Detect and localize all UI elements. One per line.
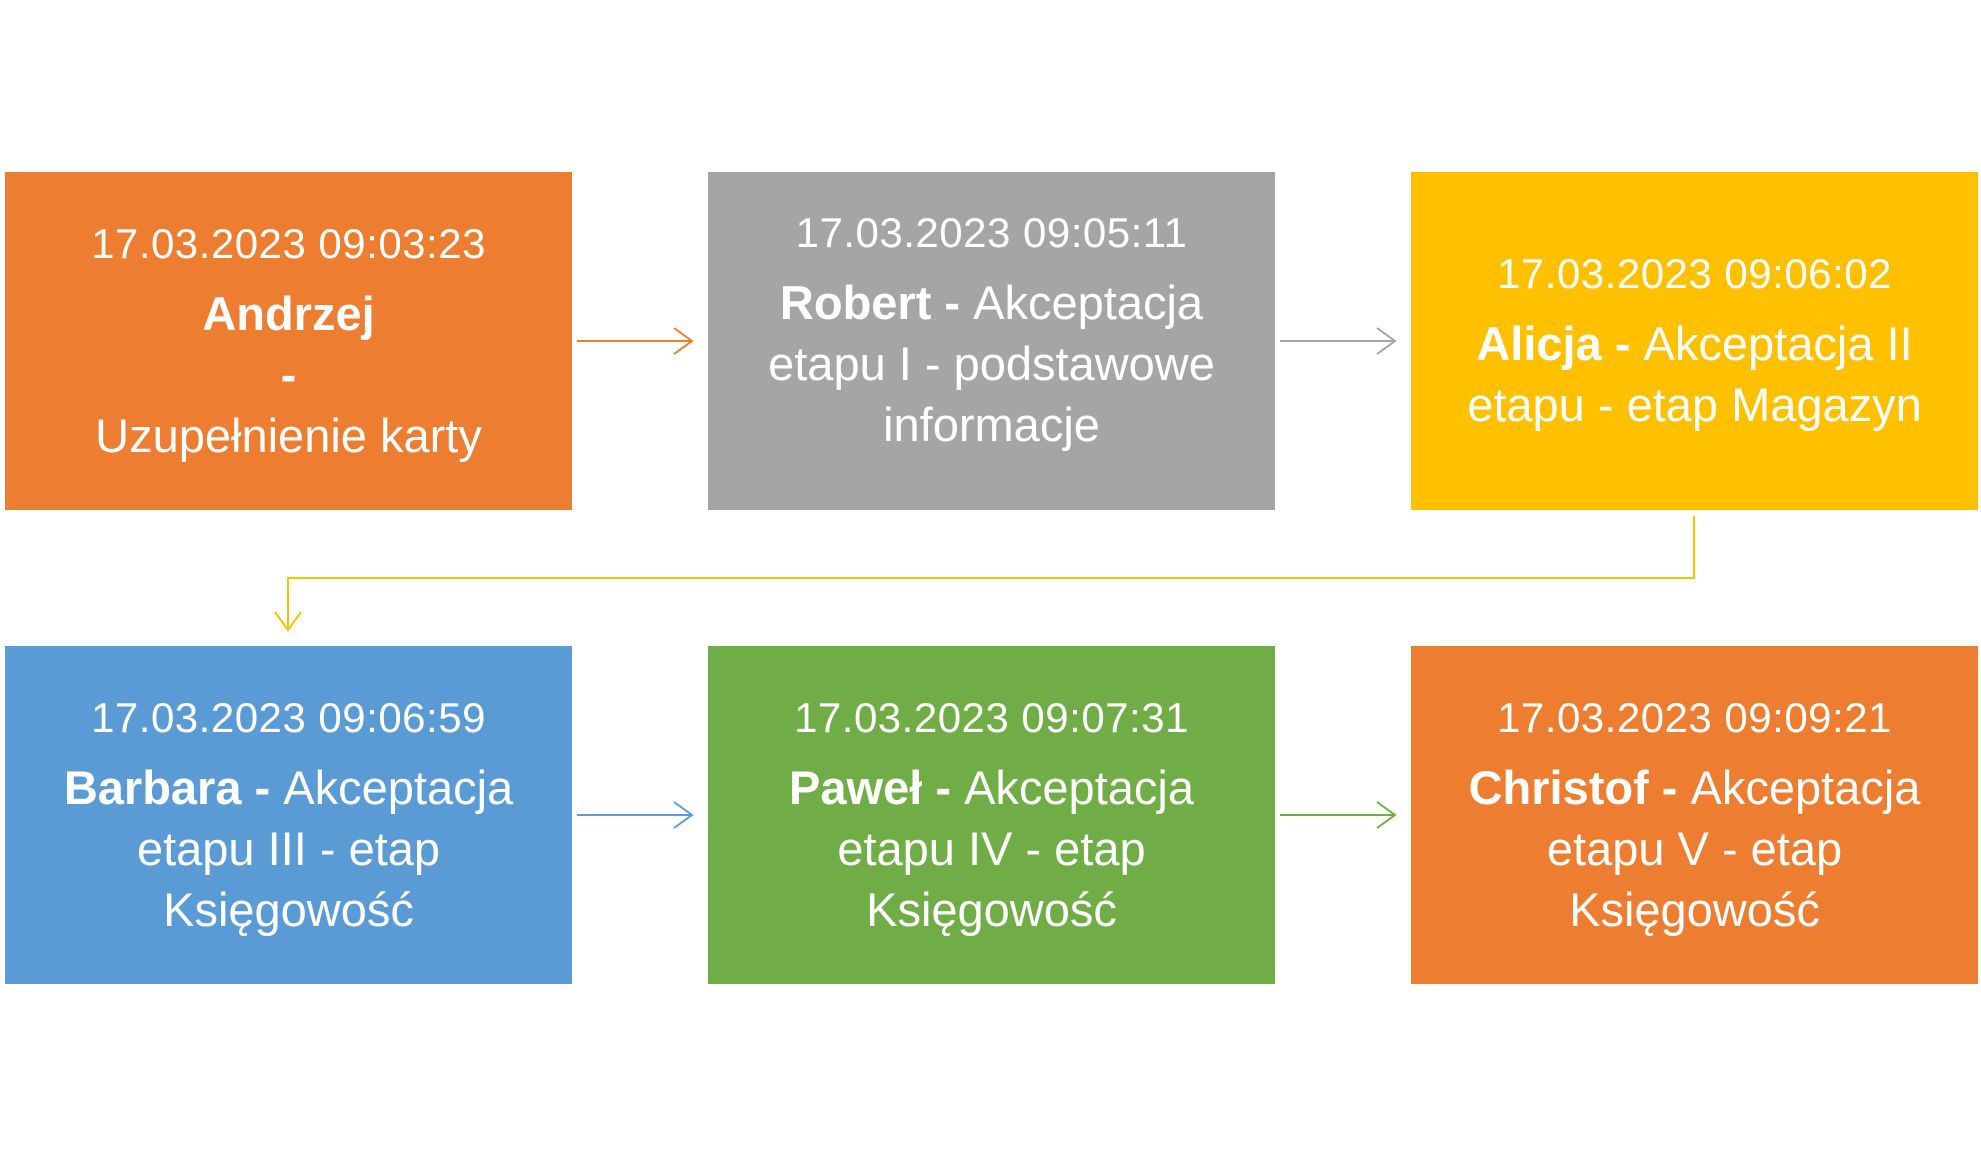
- step-person-name: Christof: [1468, 760, 1649, 814]
- step-person-name: Andrzej: [202, 286, 375, 340]
- step-box: 17.03.2023 09:06:02 Alicja - Akceptacja …: [1411, 172, 1978, 510]
- step-description: Alicja - Akceptacja II etapu - etap Maga…: [1435, 313, 1954, 435]
- step-description: Paweł - Akceptacja etapu IV - etap Księg…: [732, 757, 1251, 940]
- step-separator: -: [931, 275, 974, 329]
- step-timestamp: 17.03.2023 09:03:23: [91, 219, 486, 267]
- step-timestamp: 17.03.2023 09:06:02: [1497, 250, 1892, 297]
- step-person-name: Barbara: [63, 760, 242, 814]
- step-separator: -: [280, 347, 297, 401]
- arrow-5-to-6: [1280, 801, 1397, 829]
- step-action: Akceptacja etapu III - etap Księgowość: [136, 760, 514, 936]
- step-description: Robert - Akceptacja etapu I - podstawowe…: [732, 272, 1251, 455]
- step-timestamp: 17.03.2023 09:06:59: [91, 693, 486, 741]
- step-separator: -: [1601, 317, 1644, 370]
- step-action: Akceptacja etapu V - etap Księgowość: [1546, 760, 1921, 936]
- step-box: 17.03.2023 09:03:23 Andrzej - Uzupełnien…: [5, 172, 572, 510]
- step-separator: -: [1648, 760, 1691, 814]
- arrow-2-to-3: [1280, 327, 1397, 355]
- arrow-3-to-4: [274, 516, 1695, 632]
- step-box: 17.03.2023 09:06:59 Barbara - Akceptacja…: [5, 646, 572, 984]
- step-box: 17.03.2023 09:07:31 Paweł - Akceptacja e…: [708, 646, 1275, 984]
- step-person-name: Robert: [779, 275, 932, 329]
- arrow-4-to-5: [577, 801, 694, 829]
- step-description: Barbara - Akceptacja etapu III - etap Ks…: [29, 757, 548, 940]
- arrow-1-to-2: [577, 327, 694, 355]
- step-timestamp: 17.03.2023 09:05:11: [795, 208, 1188, 256]
- step-separator: -: [241, 760, 284, 814]
- step-description: Christof - Akceptacja etapu V - etap Ksi…: [1435, 757, 1954, 940]
- step-box: 17.03.2023 09:09:21 Christof - Akceptacj…: [1411, 646, 1978, 984]
- step-box: 17.03.2023 09:05:11 Robert - Akceptacja …: [708, 172, 1275, 510]
- step-description: Andrzej - Uzupełnienie karty: [95, 283, 482, 466]
- step-timestamp: 17.03.2023 09:07:31: [794, 693, 1189, 741]
- step-action: Uzupełnienie karty: [95, 408, 482, 462]
- step-person-name: Alicja: [1476, 317, 1602, 370]
- step-person-name: Paweł: [789, 760, 923, 814]
- step-separator: -: [922, 760, 965, 814]
- step-action: Akceptacja etapu I - podstawowe informac…: [768, 275, 1215, 451]
- step-action: Akceptacja II etapu - etap Magazyn: [1467, 317, 1922, 431]
- step-action: Akceptacja etapu IV - etap Księgowość: [837, 760, 1194, 936]
- step-timestamp: 17.03.2023 09:09:21: [1497, 693, 1892, 741]
